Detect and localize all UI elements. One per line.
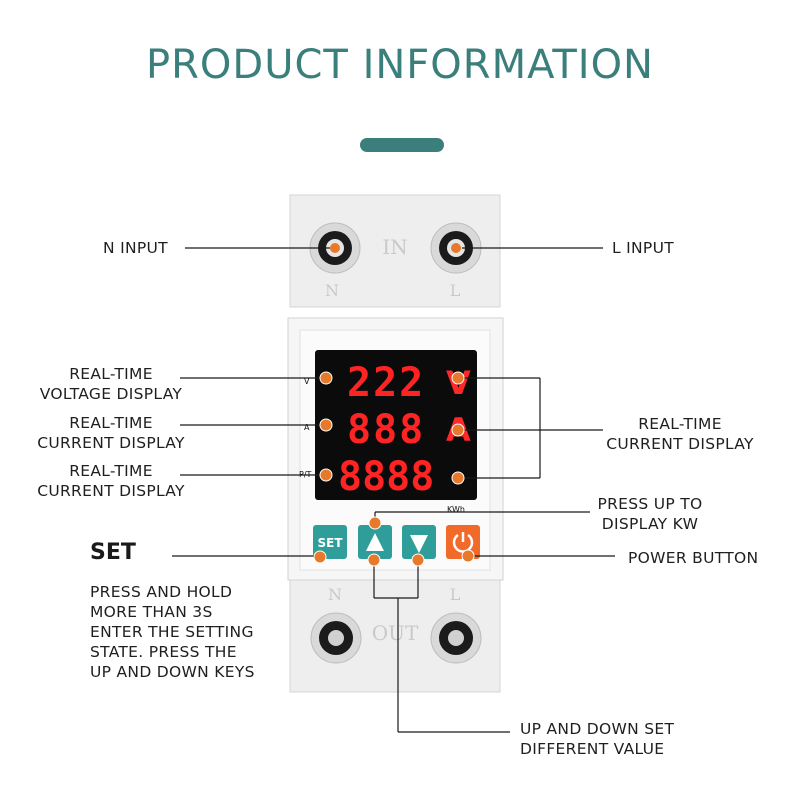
set-title: SET: [90, 540, 136, 565]
current-display-left1-line1: REAL-TIME: [69, 414, 153, 432]
set-desc-line-3: ENTER THE SETTING: [90, 623, 254, 641]
marker-unit-a: [451, 423, 465, 437]
n-input-label: N INPUT: [103, 239, 168, 257]
press-up-line2: DISPLAY KW: [601, 515, 699, 533]
up-triangle-icon: [366, 533, 384, 551]
kwh-label: KWh: [447, 505, 465, 514]
marker-current-row: [319, 418, 333, 432]
led-display-screen: [315, 350, 477, 500]
marker-kwh: [451, 471, 465, 485]
set-desc-line-4: STATE. PRESS THE: [90, 643, 237, 661]
l-input-terminal: [430, 222, 482, 274]
down-button-graphic: [402, 525, 436, 559]
top-terminal-n-label: N: [325, 281, 339, 300]
bottom-terminal-n-label: N: [328, 585, 342, 604]
press-up-line1: PRESS UP TO: [597, 495, 703, 513]
top-terminal-l-label: L: [450, 281, 461, 300]
row-prefix-v: V: [304, 377, 310, 386]
marker-down-button: [411, 553, 425, 567]
title-underline-bar: [360, 138, 444, 152]
current-digits: 888: [347, 407, 425, 453]
power-icon: [452, 533, 474, 553]
press-up-label: PRESS UP TO DISPLAY KW: [585, 494, 715, 534]
current-display-left2-line2: CURRENT DISPLAY: [37, 482, 185, 500]
l-input-label: L INPUT: [612, 239, 674, 257]
callout-markers: [313, 371, 475, 567]
current-display-right-line1: REAL-TIME: [638, 415, 722, 433]
top-panel-label: IN: [382, 235, 407, 259]
down-triangle-icon: [410, 535, 428, 553]
marker-power-row: [319, 468, 333, 482]
bottom-panel-label: OUT: [372, 621, 419, 645]
l-output-terminal: [430, 612, 482, 664]
marker-up-button: [368, 516, 382, 530]
current-display-right-line2: CURRENT DISPLAY: [606, 435, 754, 453]
power-button-label: POWER BUTTON: [628, 549, 759, 567]
voltage-display-label: REAL-TIME VOLTAGE DISPLAY: [36, 364, 186, 404]
updown-line2: DIFFERENT VALUE: [520, 740, 665, 758]
power-button-graphic: [446, 525, 480, 559]
current-display-label-left-2: REAL-TIME CURRENT DISPLAY: [36, 461, 186, 501]
row-prefix-a: A: [304, 423, 310, 432]
marker-unit-v: [451, 371, 465, 385]
set-desc-line-1: PRESS AND HOLD: [90, 583, 233, 601]
current-display-label-right: REAL-TIME CURRENT DISPLAY: [600, 414, 760, 454]
voltage-display-label-line2: VOLTAGE DISPLAY: [39, 385, 183, 403]
n-output-terminal: [310, 612, 362, 664]
voltage-digits: 222: [347, 360, 425, 406]
bottom-terminal-l-label: L: [450, 585, 461, 604]
marker-up-button-bottom: [367, 553, 381, 567]
voltage-display-label-line1: REAL-TIME: [69, 365, 153, 383]
current-display-left2-line1: REAL-TIME: [69, 462, 153, 480]
n-input-terminal: [309, 222, 361, 274]
marker-voltage-row: [319, 371, 333, 385]
marker-power-button: [461, 549, 475, 563]
set-description: PRESS AND HOLD MORE THAN 3S ENTER THE SE…: [90, 582, 255, 682]
current-display-left1-line2: CURRENT DISPLAY: [37, 434, 185, 452]
set-button-text: SET: [317, 536, 343, 550]
updown-label: UP AND DOWN SET DIFFERENT VALUE: [520, 719, 674, 759]
set-desc-line-5: UP AND DOWN KEYS: [90, 663, 255, 681]
marker-set-button: [313, 550, 327, 564]
power-digits: 8888: [338, 454, 434, 500]
current-display-label-left-1: REAL-TIME CURRENT DISPLAY: [36, 413, 186, 453]
callout-lines: [172, 247, 615, 733]
up-button-graphic: [358, 525, 392, 559]
set-button-graphic: SET: [313, 525, 347, 559]
set-desc-line-2: MORE THAN 3S: [90, 603, 213, 621]
page-title: PRODUCT INFORMATION: [146, 42, 654, 88]
updown-line1: UP AND DOWN SET: [520, 720, 675, 738]
